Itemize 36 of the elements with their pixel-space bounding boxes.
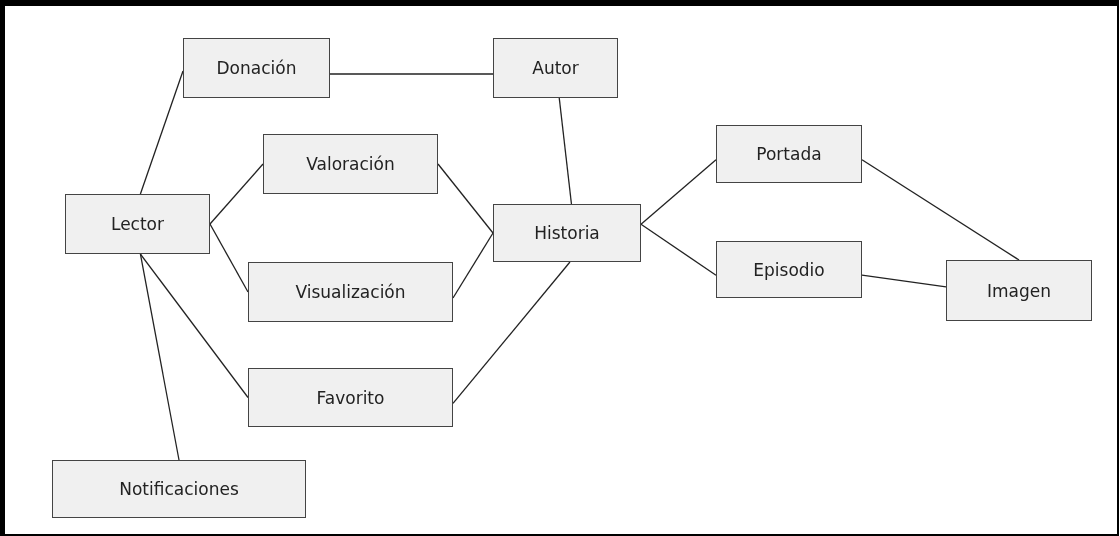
entity-box [248,262,453,322]
entity-name: Favorito [316,387,385,408]
entity-name: Imagen [987,280,1051,301]
connector-line [209,223,249,293]
entity-name: Notificaciones [119,479,239,499]
connector-line [139,70,184,195]
entity-box [52,460,306,518]
entity-box [65,194,210,254]
entity-name: Visualización [295,282,406,302]
entity-box [716,125,862,183]
connector-line [861,274,947,288]
connector-line [139,253,180,461]
entity-box [493,204,641,262]
entity-box [183,38,330,98]
connector-line [437,163,494,234]
entity-name: Historia [534,223,600,243]
entity-name: Episodio [753,259,825,280]
entity-box [263,134,438,194]
connector-line [452,261,571,405]
entity-box [493,38,618,98]
connector-line [861,159,1020,261]
connector-line [558,97,573,205]
entity-box [716,241,862,298]
connector-line [640,223,717,276]
connector-line [640,159,717,225]
entity-name: Autor [532,58,579,78]
connector-line [209,163,264,225]
connector-line [139,253,249,399]
connector-line [452,232,494,299]
entity-name: Lector [110,214,164,234]
entity-name: Portada [756,144,822,164]
entity-name: Donación [216,58,297,78]
entity-box [946,260,1092,321]
entity-name: Valoración [306,154,395,174]
connector-line [329,73,494,75]
entity-box [248,368,453,427]
